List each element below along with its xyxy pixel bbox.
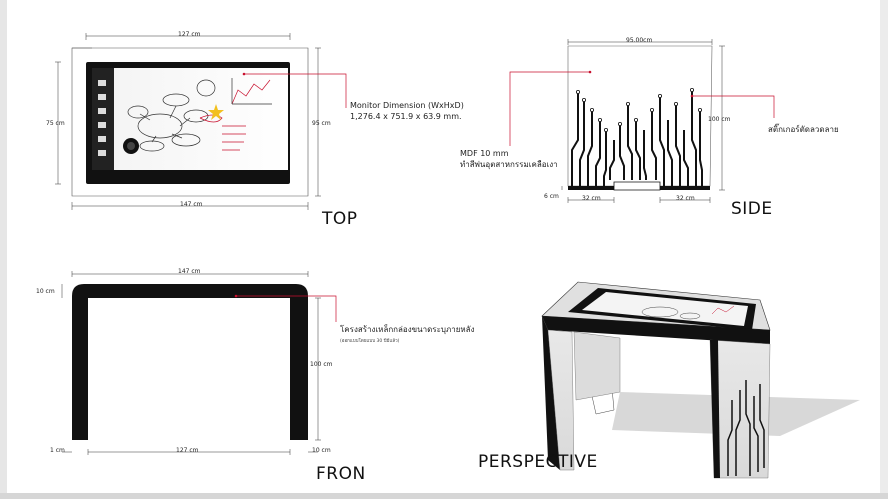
- left-edge: [0, 0, 7, 499]
- sticker-leader: [692, 95, 775, 118]
- top-label: TOP: [322, 209, 358, 229]
- front-left-leg: 1 cm: [50, 447, 65, 454]
- perspective-screen: [582, 292, 748, 326]
- side-cutout: [613, 181, 661, 191]
- front-top-thickness: 10 cm: [36, 288, 55, 295]
- side-width-top: 95.00cm: [626, 37, 653, 44]
- front-frame: [72, 284, 308, 440]
- whiteboard-sketch: [127, 78, 272, 152]
- top-width-bottom: 147 cm: [180, 201, 203, 208]
- front-label: FRON: [316, 464, 366, 484]
- top-depth-right: 95 cm: [312, 120, 331, 127]
- front-width-top: 147 cm: [178, 268, 201, 275]
- side-left-foot: 32 cm: [582, 195, 601, 202]
- side-height: 100 cm: [708, 116, 731, 123]
- perspective-label: PERSPECTIVE: [478, 452, 598, 472]
- side-right-foot: 32 cm: [676, 195, 695, 202]
- sticker-note: สติ๊กเกอร์ตัดลวดลาย: [768, 125, 839, 134]
- screen-toolbar: [92, 68, 114, 170]
- monitor-leader: [244, 73, 347, 108]
- front-height: 100 cm: [310, 361, 333, 368]
- front-width-inner: 127 cm: [176, 447, 199, 454]
- monitor-note-line2: 1,276.4 x 751.9 x 63.9 mm.: [350, 112, 462, 121]
- left-leg: [547, 329, 575, 471]
- monitor-screen: [92, 68, 288, 170]
- side-base-height: 6 cm: [544, 193, 559, 200]
- left-edge-black: [542, 316, 560, 470]
- top-depth-left: 75 cm: [46, 120, 65, 127]
- material-note-line2: ทำสีพ่นอุตสาหกรรมเคลือเงา: [460, 160, 558, 169]
- front-edge: [542, 316, 770, 344]
- top-width-top: 127 cm: [178, 31, 201, 38]
- right-edge: [880, 0, 888, 499]
- top-view: [55, 33, 347, 210]
- frame-leader: [236, 295, 337, 322]
- front-right-leg: 10 cm: [312, 447, 331, 454]
- front-view: [61, 271, 337, 455]
- side-view: [509, 39, 775, 203]
- frame-note: โครงสร้างเหล็กกล่องขนาดระบุภายหลัง: [340, 325, 475, 334]
- bottom-edge: [0, 493, 888, 499]
- frame-note-small: (ออกแบบโดยแบบ 30 ปีมีแล้ว): [340, 339, 400, 344]
- circuit-pattern: [571, 90, 703, 186]
- star-sketch: [208, 104, 224, 120]
- material-leader: [509, 71, 590, 146]
- perspective-view: [541, 281, 860, 479]
- monitor-note-line1: Monitor Dimension (WxHxD): [350, 101, 464, 110]
- side-label: SIDE: [731, 199, 773, 219]
- material-note-line1: MDF 10 mm: [460, 149, 509, 158]
